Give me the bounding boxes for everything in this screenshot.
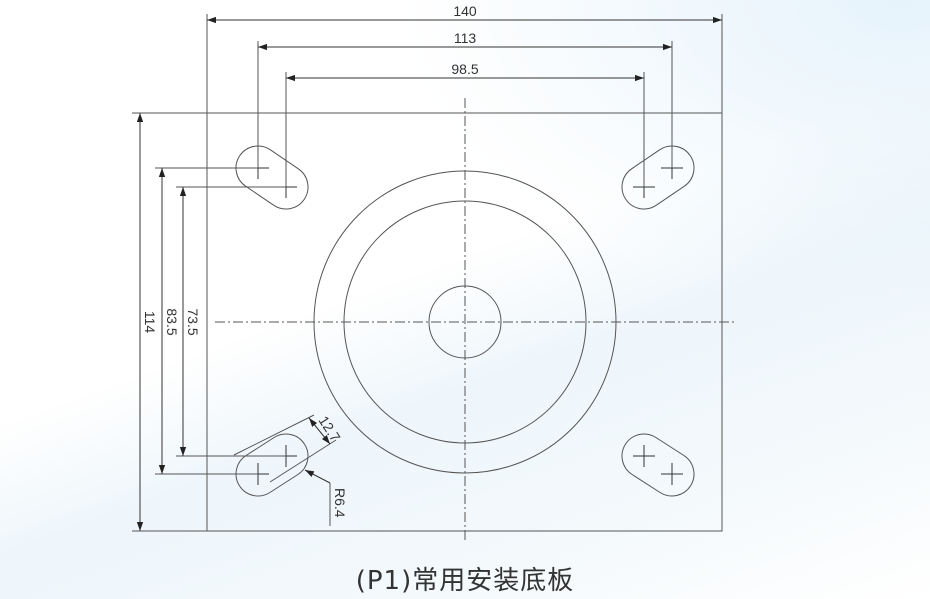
mounting-slot — [235, 433, 309, 497]
dim-98-5: 98.5 — [451, 61, 478, 77]
dim-114: 114 — [142, 311, 158, 334]
caption: (P1)常用安装底板 — [355, 566, 575, 596]
center-mark-icon — [633, 445, 655, 467]
dim-113: 113 — [454, 30, 477, 46]
dim-140: 140 — [453, 3, 477, 19]
mounting-slot — [621, 145, 695, 210]
hub-circle — [428, 285, 502, 359]
mounting-slot — [235, 145, 309, 210]
outer-circle — [313, 170, 617, 474]
dim-12-7: 12.7 — [315, 413, 343, 445]
dim-83-5: 83.5 — [164, 308, 180, 335]
mounting-slot — [621, 433, 695, 497]
center-mark-icon — [661, 463, 683, 485]
dim-line-12-7 — [308, 417, 331, 445]
dim-73-5: 73.5 — [185, 308, 201, 335]
dim-r6-4: R6.4 — [332, 488, 348, 518]
inner-circle — [343, 200, 587, 444]
